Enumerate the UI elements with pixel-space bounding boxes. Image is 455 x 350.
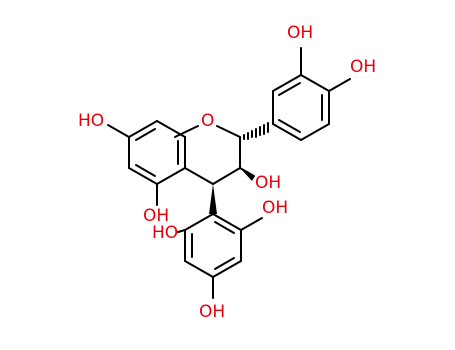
bond xyxy=(156,167,186,185)
ho-label: HO xyxy=(78,111,104,131)
bond xyxy=(212,213,242,231)
double-bond-inner xyxy=(278,82,301,96)
bond xyxy=(128,120,158,138)
bond xyxy=(272,74,302,92)
bond xyxy=(300,123,330,141)
oh-label: OH xyxy=(255,173,281,193)
bond xyxy=(174,125,199,138)
oh-label: OH xyxy=(350,57,376,77)
oh-label: OH xyxy=(199,302,225,322)
oh-label: OH xyxy=(287,23,313,43)
double-bond-inner xyxy=(214,221,235,234)
double-bond-inner xyxy=(135,164,156,177)
bond xyxy=(272,123,302,141)
pyran-ring xyxy=(174,122,269,214)
double-bond-inner xyxy=(214,257,235,270)
bond xyxy=(184,167,214,185)
bond xyxy=(212,167,241,185)
oh-label: OH xyxy=(262,198,288,218)
wedge-bond xyxy=(209,184,217,214)
ho-label: HO xyxy=(152,223,178,243)
phloroglucinol-ring xyxy=(177,213,263,299)
bond xyxy=(212,260,242,278)
wedge-bond xyxy=(240,168,255,181)
bond xyxy=(156,120,186,138)
double-bond-inner xyxy=(278,119,301,133)
atom-labels: OH OH HO O OH OH HO OH OH xyxy=(78,23,376,322)
ring-oxygen-label: O xyxy=(201,111,214,131)
bond-to-oh xyxy=(328,78,351,92)
bond-to-oh xyxy=(177,229,186,233)
bond xyxy=(216,125,241,138)
bond xyxy=(184,213,214,231)
bond xyxy=(300,74,330,92)
oh-label: OH xyxy=(143,206,169,226)
bond-to-oh xyxy=(107,124,130,138)
bond xyxy=(184,260,214,278)
double-bond-inner xyxy=(135,128,156,141)
hashed-wedge-bond xyxy=(243,122,269,140)
bond-to-oh xyxy=(240,217,263,231)
catechol-ring xyxy=(272,47,351,141)
bond xyxy=(128,167,158,185)
a-ring xyxy=(107,120,186,206)
